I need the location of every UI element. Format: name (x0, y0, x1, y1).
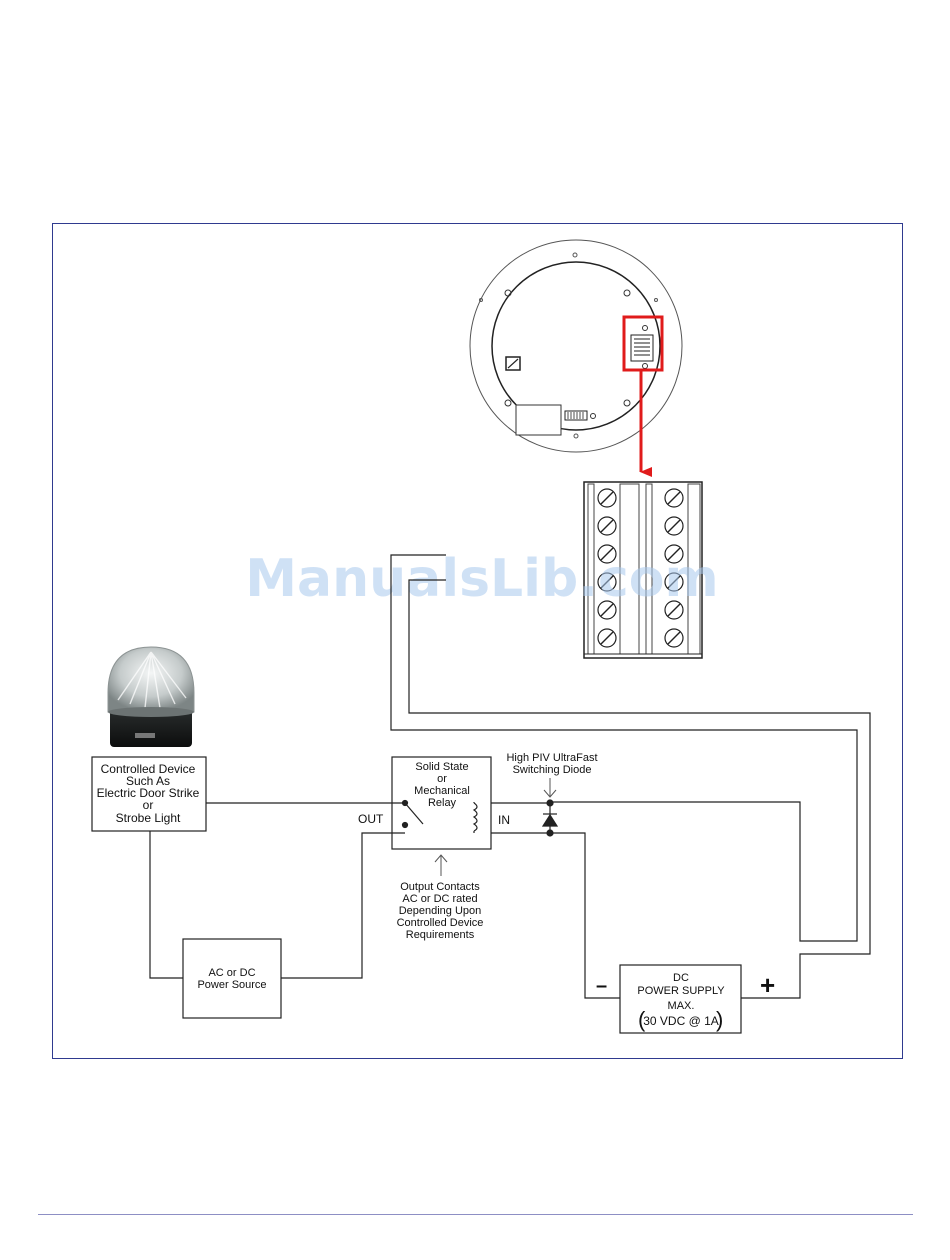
ceiling-speaker-icon (470, 240, 682, 452)
relay-line: or (437, 773, 447, 785)
controlled-device-line: or (143, 798, 154, 812)
relay-line: Solid State (415, 761, 468, 773)
controlled-device-line: Strobe Light (116, 811, 181, 825)
output-contacts-line: Requirements (406, 929, 475, 941)
relay-out-label: OUT (358, 812, 384, 826)
diode-label: High PIV UltraFast Switching Diode (506, 752, 597, 776)
output-contacts-line: Controlled Device (397, 917, 484, 929)
dc-supply-line: MAX. (668, 1000, 695, 1012)
footer-rule (38, 1214, 913, 1215)
diode-line: Switching Diode (513, 764, 592, 776)
output-contacts-line: AC or DC rated (402, 893, 477, 905)
supply-minus-label: – (596, 975, 607, 997)
output-contacts-line: Depending Upon (399, 905, 482, 917)
relay-line: Mechanical (414, 785, 470, 797)
rating-paren: ) (716, 1007, 723, 1032)
diode-pointer-arrow (544, 778, 556, 797)
strobe-light-icon (108, 647, 194, 747)
dc-supply-line: DC (673, 972, 689, 984)
output-contacts-pointer-arrow (435, 855, 447, 876)
watermark: ManualsLib.com (245, 549, 718, 609)
dc-supply-rating: 30 VDC @ 1A (643, 1014, 719, 1028)
supply-plus-label: + (760, 970, 775, 1000)
diode-symbol (543, 800, 557, 836)
output-contacts-label: Output Contacts AC or DC rated Depending… (397, 881, 484, 941)
dc-supply-line: POWER SUPPLY (637, 985, 725, 997)
power-source-line: Power Source (197, 979, 266, 991)
power-source-line: AC or DC (208, 967, 255, 979)
relay-in-label: IN (498, 813, 510, 827)
diode-line: High PIV UltraFast (506, 752, 597, 764)
output-contacts-line: Output Contacts (400, 881, 480, 893)
relay-line: Relay (428, 797, 457, 809)
